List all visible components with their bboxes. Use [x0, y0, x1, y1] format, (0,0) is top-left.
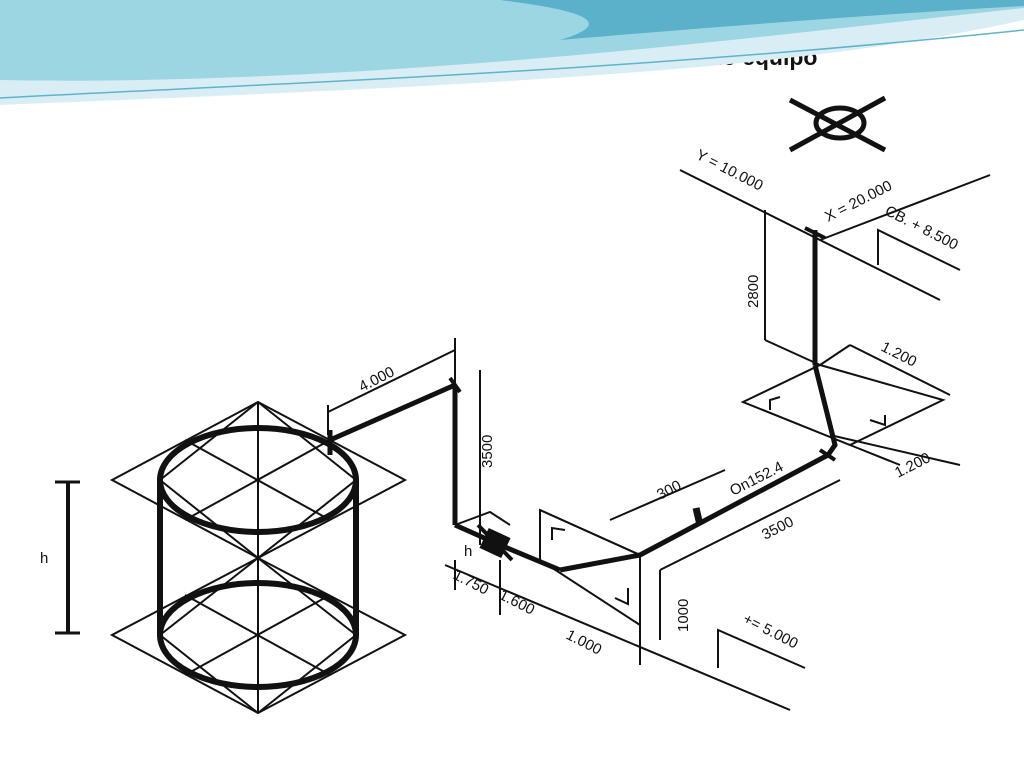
iso-plane-right [740, 363, 946, 447]
tank [109, 400, 408, 715]
header-banner [0, 0, 1024, 105]
label-1750: 1.750 [450, 566, 491, 598]
label-cb: CB. + 8.500 [882, 202, 961, 253]
label-h-small: h [464, 543, 472, 560]
y-coord-line [679, 169, 941, 301]
label-y-coord: Y = 10.000 [693, 146, 766, 194]
label-elev: += 5.000 [740, 610, 800, 652]
label-3500-vertical: 3500 [479, 435, 496, 468]
label-4000: 4.000 [356, 363, 397, 395]
label-1600: 1.600 [496, 586, 537, 618]
pipe-bend [812, 364, 838, 457]
label-1200a: 1.200 [878, 338, 919, 370]
banner-wave-dark [500, 0, 1024, 40]
label-1000: 1.000 [563, 626, 604, 658]
cb-marker [877, 228, 961, 271]
label-2800: 2800 [745, 275, 762, 308]
elev-marker [717, 628, 806, 669]
pipe-main-run [638, 452, 830, 558]
drawing-lines [55, 95, 991, 715]
north-arrow-icon [788, 95, 887, 153]
banner-wave-line [0, 29, 1024, 99]
label-h-left: h [40, 550, 48, 567]
label-1000-vertical: 1000 [675, 599, 692, 632]
valve-icon [476, 523, 514, 562]
x-coord-line [819, 174, 991, 241]
